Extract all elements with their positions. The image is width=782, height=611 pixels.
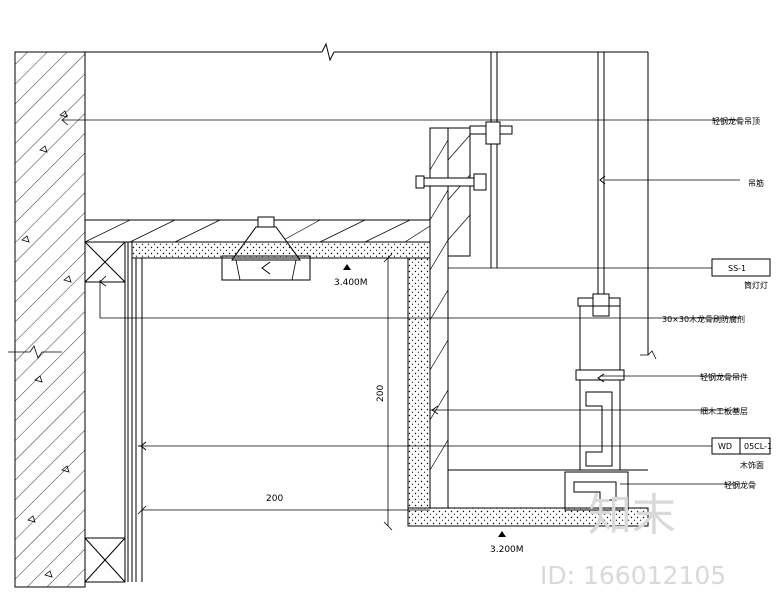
vertical-dimension: 200 bbox=[376, 385, 386, 402]
dimension-lines bbox=[137, 253, 430, 531]
label-hanger-rod: 吊筋 bbox=[748, 178, 764, 188]
label-wood-finish: 木饰面 bbox=[740, 460, 764, 470]
downlight-tag-text: SS-1 bbox=[728, 264, 746, 273]
hanger-rods bbox=[490, 52, 606, 300]
steel-hanger-frame bbox=[575, 305, 625, 471]
elevation-marker-upper: 3.400M bbox=[334, 264, 368, 288]
downlight-tag: SS-1 bbox=[711, 258, 771, 277]
label-wood-keel: 30×30木龙骨刷防腐剂 bbox=[662, 314, 745, 324]
wood-finish-tag: WD 05CL-1 bbox=[711, 437, 772, 455]
gypsum-board bbox=[131, 241, 649, 527]
elevation-upper: 3.400M bbox=[334, 278, 368, 288]
slab-line bbox=[15, 42, 657, 360]
watermark-brand: 知末 bbox=[588, 490, 676, 541]
left-wood-finish bbox=[84, 241, 147, 583]
elevation-marker-lower: 3.200M bbox=[490, 531, 524, 555]
label-wood-base-layer: 细木工板基层 bbox=[700, 406, 748, 416]
leader-lines bbox=[61, 114, 740, 485]
light-steel-keel bbox=[564, 471, 629, 511]
label-light-steel-keel: 轻钢龙骨 bbox=[724, 480, 756, 490]
concrete-wall bbox=[8, 51, 86, 588]
hanger-brackets bbox=[415, 121, 621, 317]
label-downlight: 筒灯灯 bbox=[744, 280, 768, 290]
label-steel-keel-hanger: 轻钢龙骨吊件 bbox=[700, 372, 748, 382]
wood-finish-tag-right: 05CL-1 bbox=[744, 442, 772, 451]
wood-finish-tag-left: WD bbox=[718, 442, 732, 451]
horizontal-dimension: 200 bbox=[266, 494, 283, 504]
elevation-lower: 3.200M bbox=[490, 545, 524, 555]
label-light-gauge-joist: 轻钢龙骨吊顶 bbox=[712, 116, 760, 126]
wood-keel-block bbox=[447, 127, 471, 257]
watermark-id: ID: 166012105 bbox=[540, 561, 726, 590]
